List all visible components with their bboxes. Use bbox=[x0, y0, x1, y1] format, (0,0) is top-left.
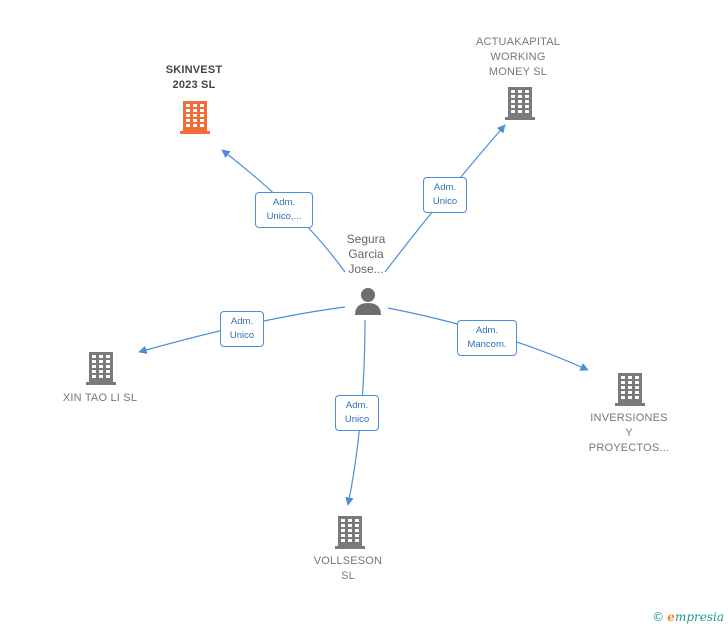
brand-rest: mpresia bbox=[674, 610, 724, 624]
building-icon-skinvest[interactable] bbox=[180, 101, 210, 134]
copyright-symbol: © bbox=[652, 610, 665, 624]
company-label-skinvest[interactable]: SKINVEST 2023 SL bbox=[165, 64, 223, 91]
brand-initial: e bbox=[667, 610, 675, 624]
relation-label-xintaoli[interactable]: Adm. Unico bbox=[220, 311, 264, 347]
building-icon-vollseson[interactable] bbox=[335, 516, 365, 549]
empresia-watermark: ©empresia bbox=[652, 610, 724, 624]
company-label-xintaoli[interactable]: XIN TAO LI SL bbox=[62, 392, 138, 404]
building-icon-xintaoli[interactable] bbox=[86, 352, 116, 385]
building-icon-actuakapital[interactable] bbox=[505, 87, 535, 120]
relation-label-inversiones[interactable]: Adm. Mancom. bbox=[457, 320, 517, 356]
building-icon-inversiones[interactable] bbox=[615, 373, 645, 406]
relation-label-actuakapital[interactable]: Adm. Unico bbox=[423, 177, 467, 213]
person-icon[interactable] bbox=[355, 288, 381, 315]
person-name[interactable]: Segura Garcia Jose... bbox=[346, 232, 386, 276]
company-label-actuakapital[interactable]: ACTUAKAPITAL WORKING MONEY SL bbox=[475, 36, 561, 78]
relation-label-vollseson[interactable]: Adm. Unico bbox=[335, 395, 379, 431]
company-label-inversiones[interactable]: INVERSIONES Y PROYECTOS... bbox=[588, 412, 670, 454]
company-label-vollseson[interactable]: VOLLSESON SL bbox=[313, 555, 383, 582]
relation-label-skinvest[interactable]: Adm. Unico,... bbox=[255, 192, 313, 228]
